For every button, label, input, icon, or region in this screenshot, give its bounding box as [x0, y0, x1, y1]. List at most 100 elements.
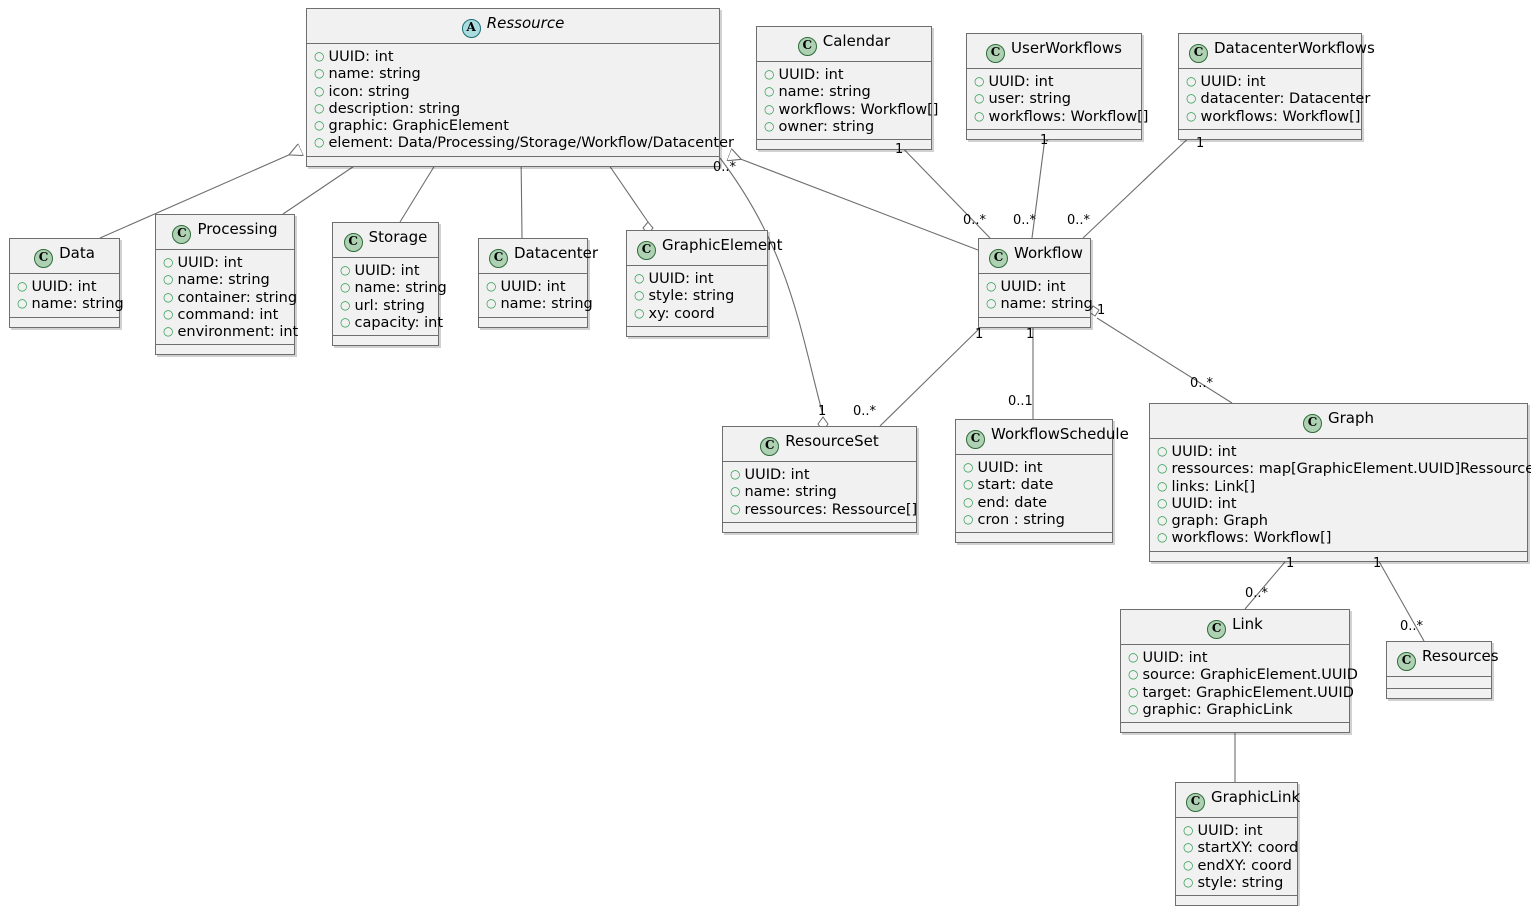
class-methods-processing — [156, 345, 294, 355]
visibility-public-icon: ○ — [340, 314, 351, 329]
attribute-row: ○element: Data/Processing/Storage/Workfl… — [314, 134, 734, 151]
multiplicity-label: 0..* — [1067, 213, 1091, 228]
attribute-label: name: string — [354, 280, 447, 297]
attribute-label: UUID: int — [778, 67, 844, 83]
attribute-row: ○start: date — [963, 476, 1104, 493]
attribute-label: UUID: int — [31, 279, 97, 295]
class-name-resourceset: ResourceSet — [785, 432, 879, 450]
visibility-public-icon: ○ — [963, 511, 974, 526]
visibility-public-icon: ○ — [634, 305, 645, 320]
multiplicity-label: 1 — [818, 404, 827, 419]
attribute-label: source: GraphicElement.UUID — [1142, 667, 1358, 684]
attribute-row: ○UUID: int — [1157, 495, 1519, 512]
attribute-label: container: string — [177, 289, 298, 306]
attribute-row: ○UUID: int — [963, 459, 1104, 476]
attribute-row: ○style: string — [634, 287, 759, 304]
attribute-label: startXY: coord — [1197, 840, 1299, 857]
attribute-row: ○workflows: Workflow[] — [764, 101, 938, 118]
attribute-label: start: date — [977, 477, 1054, 494]
class-methods-resources — [1387, 689, 1491, 698]
class-stereotype-icon: C — [760, 437, 780, 456]
class-name-ressource: Ressource — [486, 14, 565, 32]
attribute-row: ○graph: Graph — [1157, 512, 1519, 529]
visibility-public-icon: ○ — [163, 324, 174, 339]
class-name-graphiclink: GraphicLink — [1211, 788, 1301, 806]
attribute-row: ○graphic: GraphicElement — [314, 117, 711, 134]
multiplicity-label: 0..* — [1245, 586, 1269, 601]
attribute-row: ○owner: string — [764, 118, 923, 135]
class-name-processing: Processing — [197, 220, 278, 238]
attribute-row: ○UUID: int — [1157, 443, 1519, 460]
abstract-stereotype-icon: A — [461, 19, 481, 38]
attribute-row: ○ressources: map[GraphicElement.UUID]Res… — [1157, 460, 1531, 477]
class-name-userworkflows: UserWorkflows — [1011, 39, 1122, 57]
attribute-row: ○xy: coord — [634, 305, 759, 322]
visibility-public-icon: ○ — [963, 460, 974, 474]
attribute-label: capacity: int — [354, 314, 444, 331]
attribute-label: owner: string — [778, 118, 875, 135]
attribute-row: ○environment: int — [163, 323, 298, 340]
class-methods-ressource — [307, 156, 719, 166]
attribute-row: ○target: GraphicElement.UUID — [1128, 684, 1354, 701]
class-stereotype-icon: C — [1186, 793, 1205, 812]
visibility-public-icon: ○ — [1183, 857, 1194, 872]
attribute-row: ○name: string — [340, 279, 447, 296]
multiplicity-label: 0..1 — [1008, 394, 1033, 409]
attribute-row: ○UUID: int — [17, 278, 111, 295]
visibility-public-icon: ○ — [163, 255, 174, 269]
multiplicity-label: 0..* — [963, 213, 987, 228]
visibility-public-icon: ○ — [764, 67, 775, 81]
attribute-row: ○UUID: int — [974, 73, 1133, 90]
attribute-row: ○UUID: int — [1183, 822, 1289, 839]
class-attributes-workflow: ○UUID: int○name: string — [979, 274, 1093, 318]
attribute-row: ○source: GraphicElement.UUID — [1128, 666, 1358, 683]
visibility-public-icon: ○ — [764, 84, 775, 99]
visibility-public-icon: ○ — [1183, 823, 1194, 837]
attribute-row: ○UUID: int — [730, 466, 908, 483]
multiplicity-label: 1 — [1040, 133, 1049, 148]
visibility-public-icon: ○ — [974, 74, 985, 88]
class-stereotype-icon: C — [637, 241, 656, 260]
attribute-label: name: string — [778, 84, 871, 101]
attribute-label: environment: int — [177, 324, 299, 341]
attribute-label: ressources: map[GraphicElement.UUID]Ress… — [1171, 461, 1531, 478]
class-methods-graph — [1150, 551, 1527, 561]
multiplicity-label: 0..* — [1190, 376, 1214, 391]
attribute-label: name: string — [177, 272, 270, 289]
class-attributes-storage: ○UUID: int○name: string○url: string○capa… — [333, 258, 447, 337]
attribute-label: UUID: int — [744, 467, 810, 483]
attribute-row: ○UUID: int — [634, 270, 759, 287]
class-attributes-graph: ○UUID: int○ressources: map[GraphicElemen… — [1150, 439, 1531, 552]
attribute-row: ○name: string — [314, 65, 711, 82]
class-attributes-calendar: ○UUID: int○name: string○workflows: Workf… — [757, 62, 938, 141]
class-header-graphiclink: C GraphicLink — [1176, 783, 1301, 818]
attribute-label: UUID: int — [328, 49, 394, 65]
visibility-public-icon: ○ — [963, 477, 974, 492]
class-attributes-graphicelement: ○UUID: int○style: string○xy: coord — [627, 266, 767, 327]
class-name-graphicelement: GraphicElement — [662, 236, 783, 254]
visibility-public-icon: ○ — [764, 101, 775, 116]
attribute-label: workflows: Workflow[] — [1200, 108, 1361, 125]
attribute-label: UUID: int — [648, 271, 714, 287]
attribute-row: ○UUID: int — [340, 262, 430, 279]
class-methods-link — [1121, 723, 1349, 733]
class-methods-workflow — [979, 317, 1090, 327]
visibility-public-icon: ○ — [764, 118, 775, 133]
class-name-calendar: Calendar — [822, 32, 891, 50]
